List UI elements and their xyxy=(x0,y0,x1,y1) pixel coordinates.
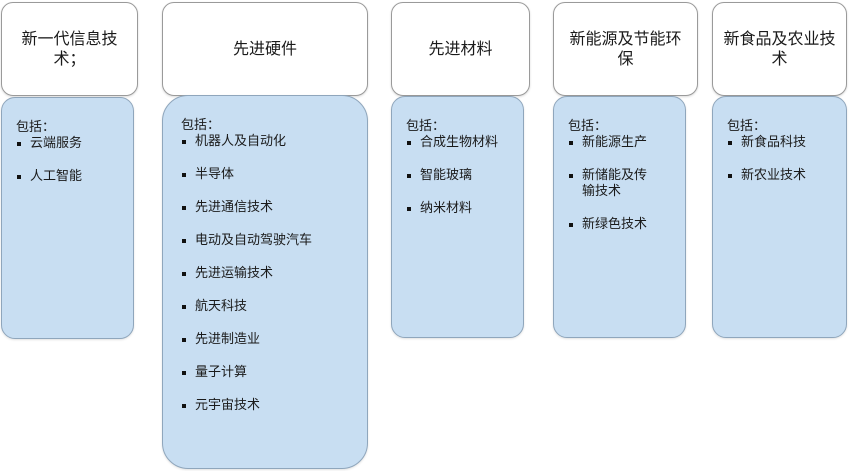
list-item: 新食品科技 xyxy=(727,135,836,151)
column-intro: 包括： xyxy=(727,119,767,134)
column-intro: 包括： xyxy=(16,120,56,135)
column-title: 先进硬件 xyxy=(232,39,297,58)
list-item: 云端服务 xyxy=(16,136,123,152)
list-item: 智能玻璃 xyxy=(406,168,513,184)
list-item: 人工智能 xyxy=(16,169,123,185)
list-item: 新能源生产 xyxy=(568,135,675,151)
column-title: 先进材料 xyxy=(428,39,493,58)
list-item: 纳米材料 xyxy=(406,201,513,217)
column-intro: 包括： xyxy=(181,118,221,133)
column-body-advanced-hardware: 包括： 机器人及自动化 半导体 先进通信技术 电动及自动驾驶汽车 先进运输技术 … xyxy=(162,95,368,469)
list-item: 电动及自动驾驶汽车 xyxy=(181,233,357,249)
column-body-advanced-materials: 包括： 合成生物材料 智能玻璃 纳米材料 xyxy=(391,96,524,338)
column-header-info-tech: 新一代信息技术； xyxy=(1,2,138,96)
column-header-new-energy: 新能源及节能环保 xyxy=(553,2,698,96)
column-header-advanced-hardware: 先进硬件 xyxy=(162,2,368,96)
column-intro: 包括： xyxy=(406,119,446,134)
list-item: 元宇宙技术 xyxy=(181,398,357,414)
column-title: 新一代信息技术； xyxy=(21,29,118,68)
column-title: 新食品及农业技术 xyxy=(723,29,836,68)
column-title: 新能源及节能环保 xyxy=(569,29,682,68)
list-item: 机器人及自动化 xyxy=(181,134,357,150)
list-item: 航天科技 xyxy=(181,299,357,315)
list-item: 量子计算 xyxy=(181,365,357,381)
list-item: 先进运输技术 xyxy=(181,266,357,282)
item-list: 云端服务 人工智能 xyxy=(16,136,123,185)
list-item: 新绿色技术 xyxy=(568,217,675,233)
list-item: 新储能及传输技术 xyxy=(568,168,675,200)
list-item: 半导体 xyxy=(181,167,357,183)
column-body-new-energy: 包括： 新能源生产 新储能及传输技术 新绿色技术 xyxy=(553,96,686,338)
list-item: 先进通信技术 xyxy=(181,200,357,216)
item-list: 新食品科技 新农业技术 xyxy=(727,135,836,184)
column-intro: 包括： xyxy=(568,119,608,134)
item-list: 合成生物材料 智能玻璃 纳米材料 xyxy=(406,135,513,217)
column-header-food-agriculture: 新食品及农业技术 xyxy=(712,2,847,96)
list-item: 新农业技术 xyxy=(727,168,836,184)
column-header-advanced-materials: 先进材料 xyxy=(391,2,530,96)
item-list: 机器人及自动化 半导体 先进通信技术 电动及自动驾驶汽车 先进运输技术 航天科技… xyxy=(181,134,357,414)
list-item: 先进制造业 xyxy=(181,332,357,348)
column-body-food-agriculture: 包括： 新食品科技 新农业技术 xyxy=(712,96,847,338)
item-list: 新能源生产 新储能及传输技术 新绿色技术 xyxy=(568,135,675,233)
list-item: 合成生物材料 xyxy=(406,135,513,151)
column-body-info-tech: 包括： 云端服务 人工智能 xyxy=(1,97,134,339)
